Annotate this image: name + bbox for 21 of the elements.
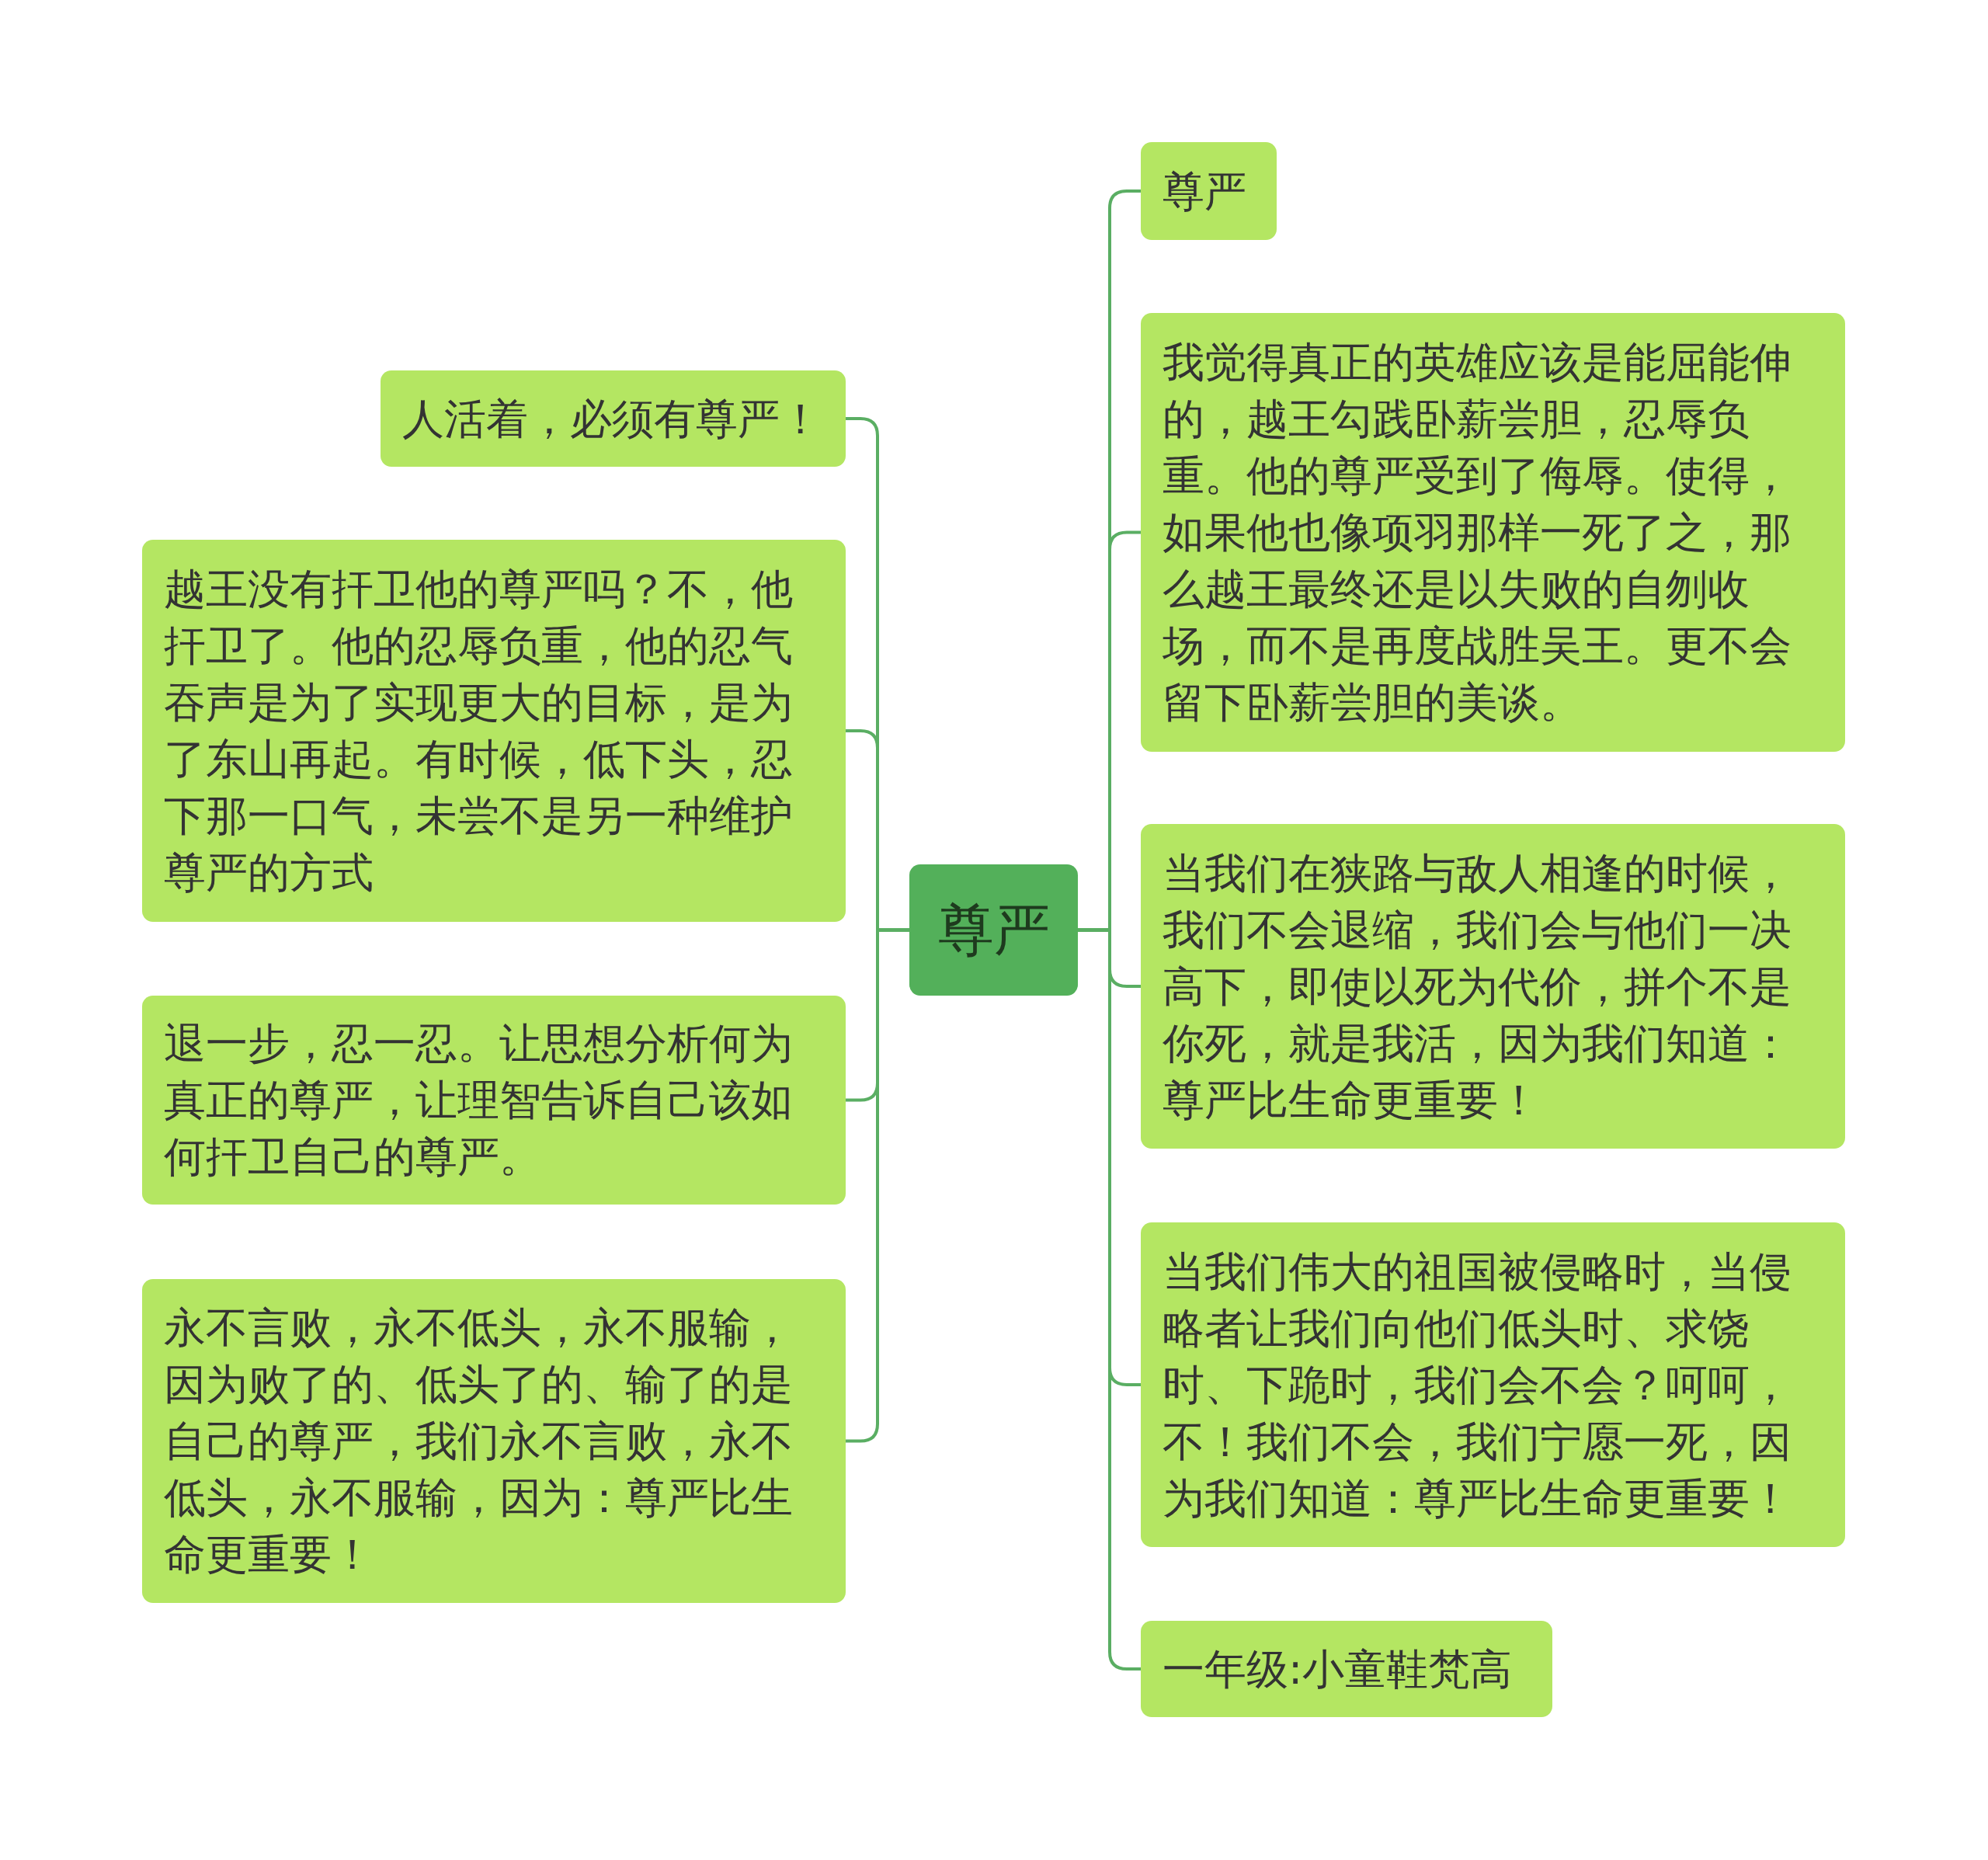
topic-box <box>142 1279 846 1603</box>
topic-box <box>1141 313 1845 752</box>
topic-text: 退一步，忍一忍。让思想分析何为真正的尊严，让理智告诉自己该如何扞卫自己的尊严。 <box>164 1018 794 1183</box>
topic-text: 尊严 <box>937 902 1050 958</box>
topic-box <box>142 540 846 922</box>
topic-text: 当我们伟大的祖国被侵略时，当侵略者让我们向他们低头时、求饶时、下跪时，我们会不会？呵呵，不！我们不会，我们宁愿一死，因为我们知道：尊严比生命更重要！ <box>1163 1246 1792 1525</box>
topic-box <box>1141 1222 1845 1547</box>
topic-text: 人活着，必须有尊严！ <box>402 393 822 445</box>
topic-text: 我觉得真正的英雄应该是能屈能伸的，越王勾践卧薪尝胆，忍辱负重。他的尊严受到了侮辱。使得，如果他也像项羽那样一死了之，那么越王最终还是以失败的自刎收场，而不是再度战胜吴王。更不会留下卧薪尝胆的美谈。 <box>1163 337 1792 728</box>
central-topic-box <box>909 864 1078 996</box>
topic-box <box>142 996 846 1205</box>
topic-text: 尊严 <box>1163 165 1246 217</box>
topic-box <box>1141 824 1845 1149</box>
topic-box <box>1141 1621 1552 1717</box>
connector-line <box>846 928 909 1443</box>
topic-text: 永不言败，永不低头，永不服输，因为败了的、低头了的、输了的是自己的尊严，我们永不言败，永不低头，永不服输，因为：尊严比生命更重要！ <box>164 1302 794 1580</box>
topic-text: 越王没有扞卫他的尊严吗？不，他扞卫了。他的忍辱负重，他的忍气吞声是为了实现更大的目标，是为了东山再起。有时候，低下头，忍下那一口气，未尝不是另一种维护尊严的方式 <box>164 564 794 899</box>
topic-box <box>381 370 846 467</box>
topic-text: 当我们在狭路与敌人相逢的时候，我们不会退缩，我们会与他们一决高下，即使以死为代价，拼个不是你死，就是我活，因为我们知道：尊严比生命更重要！ <box>1163 847 1792 1126</box>
topic-box <box>1141 142 1277 240</box>
topic-text: 一年级:小童鞋梵高 <box>1163 1643 1513 1695</box>
